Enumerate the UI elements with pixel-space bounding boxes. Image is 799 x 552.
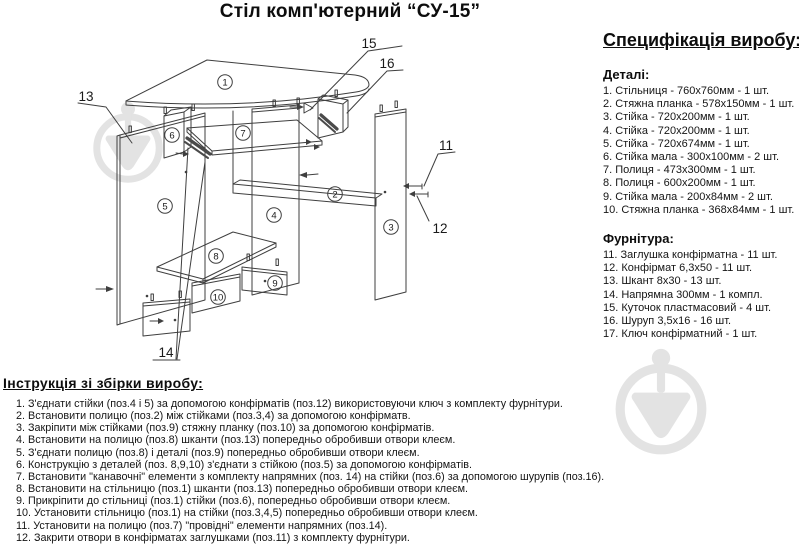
trowel-logo-watermark-left [97,102,159,179]
svg-text:9: 9 [272,279,277,290]
part-front-small-panel [142,298,191,337]
part-small-stand-right [303,94,349,139]
part-side-panel-4 [232,104,300,296]
page-title: Стіл комп'ютерний “СУ-15” [219,1,481,22]
spec-item: 12. Конфірмат 6,3х50 - 11 шт. [603,262,753,275]
details-heading: Деталі: [603,67,650,82]
svg-text:3: 3 [388,223,393,234]
part-label-3: 3 [383,219,399,235]
instruction-step: 10. Установити стільницю (поз.1) на стій… [16,507,478,520]
screw-marks [95,106,429,322]
svg-text:10: 10 [213,293,224,304]
part-small-stand-9 [241,266,288,296]
svg-text:1: 1 [222,78,227,89]
part-label-5: 5 [157,198,173,214]
part-label-1: 1 [217,74,233,90]
spec-item: 7. Полиця - 473х300мм - 1 шт. [603,164,756,177]
callout-15: 15 [361,36,376,51]
instruction-step: 9. Прикріпити до стільниці (поз.1) стійк… [16,495,451,508]
part-label-9: 9 [267,275,283,291]
spec-item: 15. Куточок пластмасовий - 4 шт. [603,301,771,314]
spec-item: 2. Стяжна планка - 578х150мм - 1 шт. [603,98,795,111]
spec-item: 1. Стільниця - 760х760мм - 1 шт. [603,85,770,97]
callout-leader-lines [77,45,456,361]
hardware-list: 11. Заглушка конфірматна - 11 шт. 12. Ко… [603,249,799,341]
instruction-step: 3. Закріпити між стійками (поз.9) стяжну… [16,422,435,435]
hardware-heading: Фурнітура: [603,231,674,247]
part-desktop [125,59,370,109]
instruction-step: 12. Закрити отвори в конфірматах заглушк… [16,531,410,544]
instruction-step: 5. З'єднати полицю (поз.8) і деталі (поз… [16,446,420,459]
spec-item: 16. Шуруп 3,5х16 - 16 шт. [603,315,732,328]
desk-parts-linework [77,45,456,361]
instruction-step: 4. Встановити на полицю (поз.8) шканти (… [16,434,456,447]
part-tie-plank-10 [191,273,241,314]
spec-item: 9. Стійка мала - 200х84мм - 2 шт. [603,190,773,203]
details-list: 1. Стільниця - 760х760мм - 1 шт. 2. Стяж… [603,85,799,217]
callout-16: 16 [379,56,394,71]
spec-item: 13. Шкант 8х30 - 13 шт. [603,275,722,288]
callout-12: 12 [432,221,447,236]
svg-text:6: 6 [169,131,174,142]
callout-numbers: 11 12 13 14 15 16 [78,36,453,360]
spec-heading: Специфікація виробу: [603,30,799,50]
callout-13: 13 [78,89,93,104]
svg-text:2: 2 [332,190,337,201]
specification-panel: Специфікація виробу: Деталі: 1. Стільниц… [603,30,799,355]
part-keyboard-shelf-7 [186,119,323,156]
instruction-step: 11. Установити на полицю (поз.7) "провід… [16,519,388,532]
plastic-corner-bracket [303,102,314,114]
instruction-step: 8. Встановити на стільницю (поз.1) шкант… [16,483,469,496]
instructions-list: 1. З'єднати стійки (поз.4 і 5) за допомо… [3,398,793,544]
spec-item: 10. Стяжна планка - 368х84мм - 1 шт. [603,203,795,216]
instruction-step: 1. З'єднати стійки (поз.4 і 5) за допомо… [16,398,563,410]
svg-text:4: 4 [271,211,276,222]
instruction-step: 7. Встановити "канавочні" елементи з ком… [16,470,605,483]
assembly-instructions-panel: Інструкція зі збірки виробу: 1. З'єднати… [3,375,793,544]
svg-text:8: 8 [213,252,218,263]
spec-item: 14. Напрямна 300мм - 1 компл. [603,288,763,301]
spec-item: 5. Стійка - 720х674мм - 1 шт. [603,137,750,150]
circled-part-numbers: 1 2 3 4 5 6 7 8 9 10 [157,74,399,305]
part-shelf-2 [232,179,383,207]
part-label-6: 6 [164,127,180,143]
callout-11: 11 [439,138,453,153]
part-side-panel-3 [374,108,407,301]
part-label-4: 4 [266,207,282,223]
instruction-step: 6. Конструкцію з деталей (поз. 8,9,10) з… [16,458,473,471]
callout-14: 14 [158,345,174,360]
spec-item: 11. Заглушка конфірматна - 11 шт. [603,249,778,262]
spec-item: 17. Ключ конфірматний - 1 шт. [603,328,758,341]
arrowheads-and-dots [106,104,415,324]
guide-rails-14 [184,113,339,159]
spec-item: 8. Полиця - 600х200мм - 1 шт. [603,177,756,190]
spec-item: 3. Стійка - 720х200мм - 1 шт. [603,111,750,124]
spec-item: 4. Стійка - 720х200мм - 1 шт. [603,124,750,137]
instructions-heading: Інструкція зі збірки виробу: [3,375,204,391]
spec-item: 6. Стійка мала - 300х100мм - 2 шт. [603,151,779,164]
part-label-8: 8 [208,248,224,264]
instruction-step: 2. Встановити полицю (поз.2) між стійкам… [16,410,411,423]
svg-text:7: 7 [240,129,245,140]
svg-text:5: 5 [162,202,167,213]
part-label-2: 2 [327,186,343,202]
part-label-7: 7 [235,125,251,141]
part-label-10: 10 [210,289,226,305]
